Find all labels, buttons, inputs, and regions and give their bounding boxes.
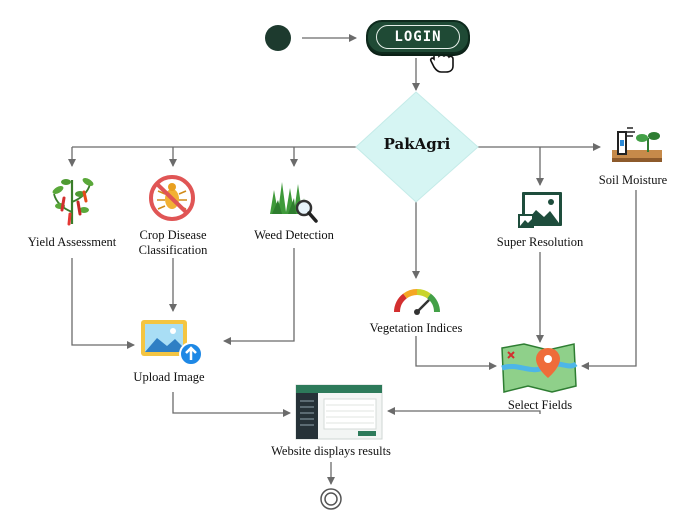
upload-image-label: Upload Image — [133, 370, 205, 384]
weed-detection-label: Weed Detection — [254, 228, 334, 242]
edge-select-website — [387, 407, 541, 415]
upload-image-icon — [141, 320, 203, 366]
edge-upload-website — [172, 392, 291, 417]
plant-icon — [52, 178, 94, 226]
crop-disease-label-line1: Crop Disease — [139, 228, 207, 242]
crop-disease-label-line2: Classification — [138, 243, 208, 257]
soil-sensor-icon — [612, 127, 662, 162]
yield-assessment-label: Yield Assessment — [27, 235, 117, 249]
hub-label: PakAgri — [383, 135, 451, 153]
website-results-label: Website displays results — [271, 444, 391, 458]
hub-diamond — [355, 91, 479, 203]
edge-weed-upload — [223, 248, 295, 345]
edge-yield-upload — [71, 258, 135, 349]
landscape-photo-icon — [518, 192, 562, 228]
select-fields-label: Select Fields — [507, 398, 573, 412]
gauge-icon — [394, 289, 440, 315]
no-bug-icon — [149, 175, 195, 221]
login-button[interactable]: LOGIN — [366, 20, 470, 54]
start-node — [265, 25, 291, 51]
super-resolution-label: Super Resolution — [496, 235, 584, 249]
vegetation-indices-label: Vegetation Indices — [369, 321, 463, 335]
edge-soil-select — [581, 190, 637, 370]
grass-magnifier-icon — [270, 182, 318, 223]
map-pin-icon — [501, 343, 578, 393]
soil-moisture-label: Soil Moisture — [598, 173, 668, 187]
website-screen-icon — [295, 384, 383, 440]
edge-veg-select — [415, 336, 497, 370]
end-node — [320, 488, 342, 510]
